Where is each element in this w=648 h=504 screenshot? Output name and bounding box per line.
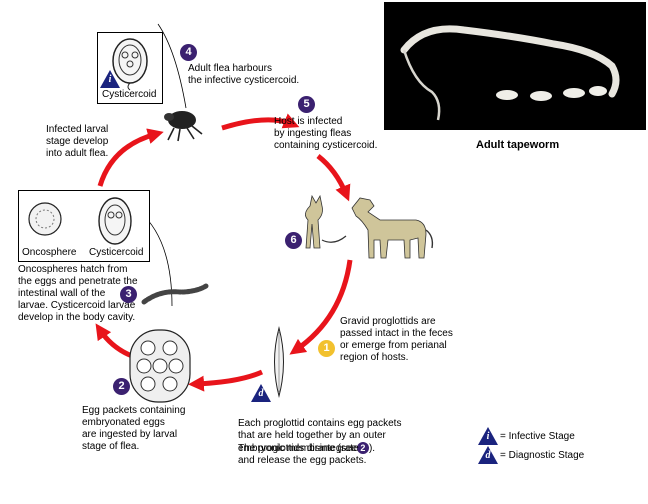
- arrow-eggs-to-larva: [95, 323, 133, 359]
- pointer-line-top: [157, 23, 187, 109]
- gravid-proglottid-illustration: [274, 326, 284, 398]
- arrow-dog-to-proglottid: [289, 259, 353, 355]
- stage-5-badge: 5: [298, 96, 315, 113]
- oncosphere-cysticercoid-illustration: [28, 197, 132, 245]
- tapeworm-image: [400, 25, 620, 121]
- adult-tapeworm-photo: [384, 2, 646, 130]
- oncosphere-box: Oncosphere Cysticercoid: [18, 190, 150, 262]
- proglottid-text-b: The proglottids disintegrate and release…: [238, 443, 367, 466]
- stage-1-badge: 1: [318, 340, 335, 357]
- cysticercoid-top-label: Cysticercoid: [102, 89, 157, 100]
- cysticercoid-left-label: Cysticercoid: [89, 247, 144, 258]
- oncosphere-label: Oncosphere: [22, 247, 77, 258]
- stage-2-badge: 2: [113, 378, 130, 395]
- stage-3-badge: 3: [120, 286, 137, 303]
- stage-1-text: Gravid proglottids are passed intact in …: [340, 316, 453, 363]
- stage-3-text: Oncospheres hatch from the eggs and pene…: [18, 264, 138, 323]
- proglottid-ref-badge: 2: [356, 442, 369, 454]
- cysticercoid-illustration: [112, 38, 148, 91]
- cat-icon: [305, 194, 347, 249]
- stage-4-text: Adult flea harbours the infective cystic…: [188, 63, 300, 86]
- diagnostic-marker-proglottid: d: [251, 384, 271, 402]
- egg-packet-illustration: [129, 329, 191, 403]
- flea-larva-icon: [141, 283, 209, 305]
- stage-6-badge: 6: [285, 232, 302, 249]
- proglottid-description: Each proglottid contains egg packets tha…: [238, 406, 401, 455]
- legend-diagnostic-text: = Diagnostic Stage: [500, 450, 585, 461]
- arrow-larva-to-flea: [97, 128, 164, 187]
- proglottid-tail: ).: [368, 443, 376, 454]
- legend-infective-text: = Infective Stage: [500, 431, 575, 442]
- arrow-flea-to-host: [221, 113, 300, 131]
- arrow-proglottid-to-eggs: [188, 369, 264, 392]
- adult-flea-icon: [164, 111, 203, 142]
- stage-5-text: Host is infected by ingesting fleas cont…: [274, 116, 378, 151]
- legend-infective-marker: i: [478, 427, 498, 445]
- stage-2-text: Egg packets containing embryonated eggs …: [82, 405, 186, 452]
- adult-tapeworm-label: Adult tapeworm: [476, 139, 560, 151]
- cysticercoid-top-box: Cysticercoid: [97, 32, 163, 104]
- stage-4-badge: 4: [180, 44, 197, 61]
- dog-icon: [351, 197, 434, 259]
- legend-diagnostic-marker: d: [478, 446, 498, 464]
- arrow-to-dog: [316, 154, 351, 202]
- larval-flea-text: Infected larval stage develop into adult…: [46, 124, 109, 159]
- proglottid-text-a: Each proglottid contains egg packets tha…: [238, 418, 402, 454]
- infective-marker-top: i: [100, 70, 120, 88]
- cat-dog-illustration: [305, 194, 434, 259]
